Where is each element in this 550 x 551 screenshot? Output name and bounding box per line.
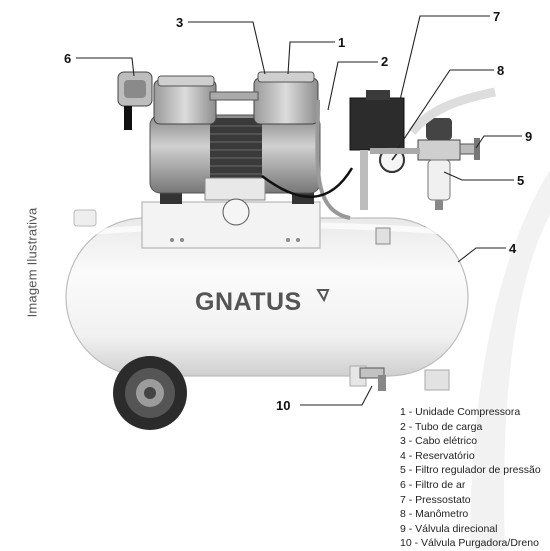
tank-wheel — [113, 356, 187, 430]
callout-3: 3 — [176, 15, 183, 30]
legend-item: 5 - Filtro regulador de pressão — [400, 464, 541, 477]
callout-7: 7 — [493, 9, 500, 24]
callout-8: 8 — [497, 63, 504, 78]
legend-item: 9 - Válvula direcional — [400, 522, 498, 535]
callout-9: 9 — [525, 129, 532, 144]
legend-item: 2 - Tubo de carga — [400, 420, 483, 433]
compressor-unit — [149, 71, 321, 226]
drain-valve — [359, 367, 386, 391]
callout-10: 10 — [276, 398, 290, 413]
filter-regulator — [370, 118, 461, 210]
legend-item: 10 - Válvula Purgadora/Dreno — [400, 537, 539, 550]
illustrative-image-label: Imagem Ilustrativa — [24, 207, 40, 318]
background-swoosh — [470, 170, 550, 550]
pressure-switch — [349, 90, 405, 210]
air-filter — [117, 71, 153, 130]
legend-item: 8 - Manômetro — [400, 508, 469, 521]
callout-4: 4 — [509, 241, 517, 256]
callout-2: 2 — [381, 54, 388, 69]
legend-item: 4 - Reservatório — [400, 449, 475, 462]
callout-5: 5 — [517, 173, 524, 188]
callout-6: 6 — [64, 51, 71, 66]
reservoir-tank — [65, 209, 469, 391]
outlet-hose — [408, 87, 496, 135]
legend-item: 1 - Unidade Compressora — [400, 406, 521, 418]
charging-tube — [315, 99, 351, 220]
tank-fitting — [375, 227, 391, 245]
brand-logo-icon — [316, 289, 330, 303]
brand-name: GNATUS — [195, 288, 302, 316]
callout-lines — [76, 15, 522, 406]
electric-cable — [261, 167, 354, 199]
parts-legend: 1 - Unidade Compressora 2 - Tubo de carg… — [400, 405, 550, 551]
legend-item: 6 - Filtro de ar — [400, 478, 466, 491]
callout-1: 1 — [338, 35, 345, 50]
legend-item: 7 - Pressostato — [400, 493, 471, 506]
directional-valve — [459, 138, 480, 160]
legend-item: 3 - Cabo elétrico — [400, 435, 478, 448]
